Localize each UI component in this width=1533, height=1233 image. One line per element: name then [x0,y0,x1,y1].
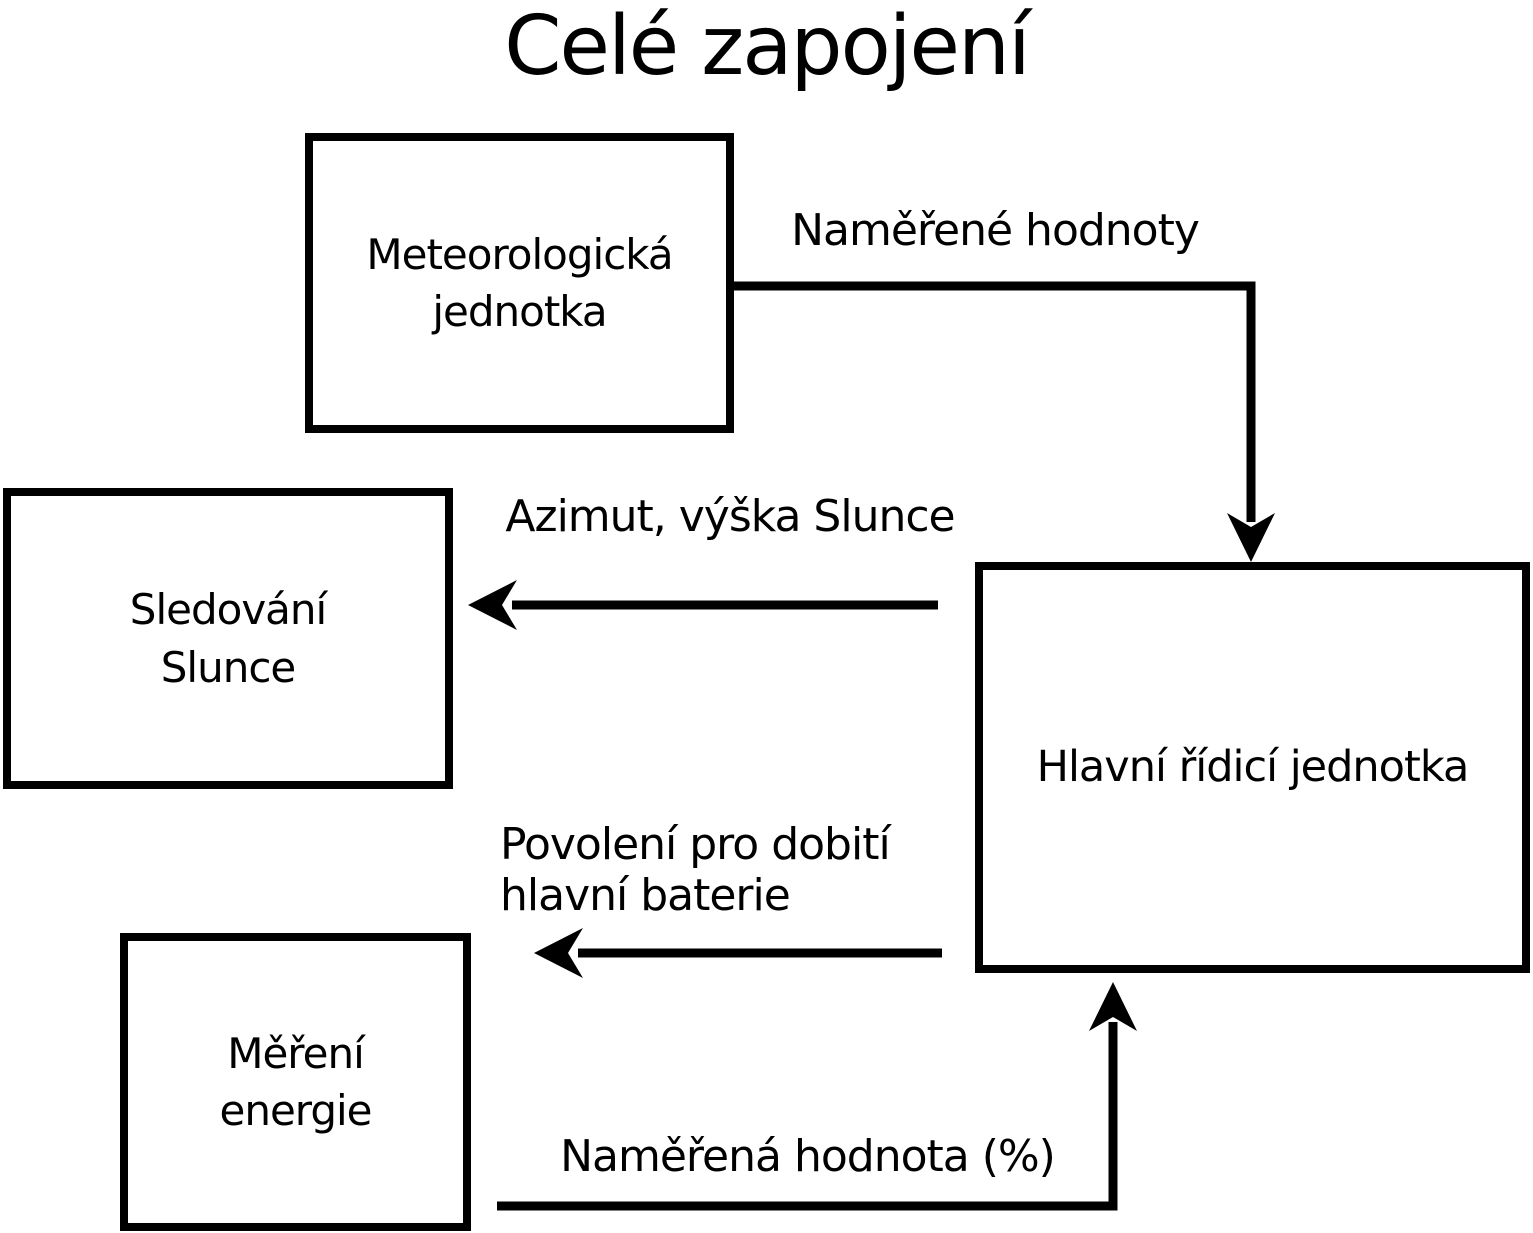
edge-measured-percent-line [497,1022,1118,1211]
node-sun-tracking-label-line1: Sledování [129,585,327,635]
edge-label-sun-position: Azimut, výška Slunce [505,491,955,542]
node-main-control-unit: Hlavní řídicí jednotka [975,562,1530,973]
edge-label-charge-permission: Povolení pro dobití hlavní baterie [500,819,891,921]
diagram-title: Celé zapojení [504,0,1031,94]
node-main-control-unit-label: Hlavní řídicí jednotka [1036,742,1470,793]
edge-label-charge-permission-line1: Povolení pro dobití [500,819,891,870]
node-energy-measurement-label-line2: energie [219,1086,373,1135]
edge-label-measured-values: Naměřené hodnoty [791,205,1200,256]
node-meteorological-unit-label-line1: Meteorologická [366,229,673,279]
node-meteorological-unit: Meteorologická jednotka [305,133,734,433]
edge-label-charge-permission-line2: hlavní baterie [500,869,791,921]
node-sun-tracking-label-line2: Slunce [160,642,296,692]
node-energy-measurement: Měření energie [120,933,471,1231]
node-meteorological-unit-label-line2: jednotka [432,287,607,336]
edge-sun-position-arrowhead-left-icon [468,580,517,630]
node-sun-tracking: Sledování Slunce [3,488,453,789]
edge-measured-values-line [733,281,1256,522]
edge-measured-values-arrowhead-down-icon [1227,513,1275,562]
edge-charge-permission-arrowhead-left-icon [534,928,583,978]
edge-label-measured-percent: Naměřená hodnota (%) [560,1131,1056,1182]
edge-measured-percent-arrowhead-up-icon [1089,982,1137,1031]
node-energy-measurement-label-line1: Měření [227,1028,365,1078]
